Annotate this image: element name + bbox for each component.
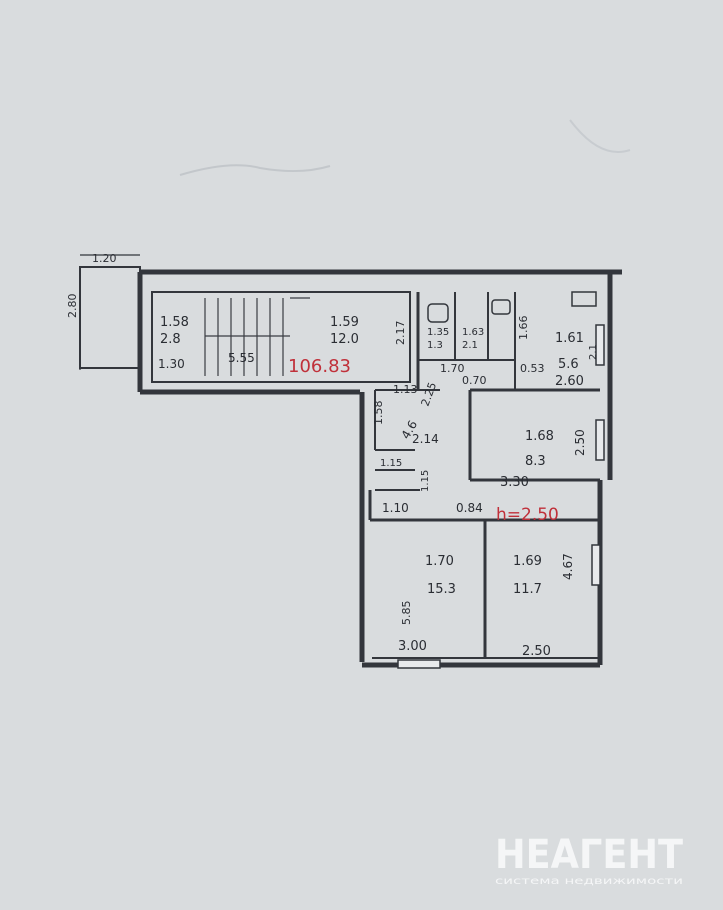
room-number: 1.61 xyxy=(555,331,584,346)
window-icon xyxy=(595,324,605,366)
room-1-70: 1.70 15.3 5.85 3.00 xyxy=(398,554,456,654)
dim-label: 1.66 xyxy=(517,316,530,341)
dim-label: 2.50 xyxy=(522,644,551,659)
dim-label: 2.60 xyxy=(555,374,584,389)
dim-label: 3.00 xyxy=(398,639,427,654)
room-number: 1.69 xyxy=(513,554,542,569)
window-icon xyxy=(595,419,605,461)
dim-label: 5.85 xyxy=(400,601,413,626)
watermark-tagline: система недвижимости xyxy=(495,876,683,887)
dim-label: 2.17 xyxy=(394,321,407,346)
room-area: 11.7 xyxy=(513,582,542,597)
room-number: 1.58 xyxy=(160,315,189,330)
watermark: НЕАГЕНТ система недвижимости xyxy=(495,832,684,887)
room-number: 1.59 xyxy=(330,315,359,330)
room-number: 1.68 xyxy=(525,429,554,444)
window-icon xyxy=(591,544,601,586)
room-area: 12.0 xyxy=(330,332,359,347)
room-stair: 1.58 2.8 1.30 xyxy=(158,315,189,371)
dim-stair-top: 1.20 xyxy=(92,252,117,265)
dim-label: 1.10 xyxy=(382,501,409,515)
room-number: 1.58 xyxy=(372,401,385,426)
dim-label: 1.70 xyxy=(440,362,465,375)
closet-dims: 1.15 1.15 1.10 0.84 xyxy=(380,458,483,515)
room-area: 5.6 xyxy=(558,357,579,372)
dim-label: 2.14 xyxy=(412,432,439,446)
dim-label: 5.55 xyxy=(228,351,255,365)
stove-icon xyxy=(491,299,511,315)
dim-label: 2.1 xyxy=(588,344,599,360)
room-1-61: 1.61 5.6 1.66 0.53 2.60 2.1 xyxy=(517,316,599,390)
room-area: 2.8 xyxy=(160,332,181,347)
room-area: 15.3 xyxy=(427,582,456,597)
room-number: 1.35 xyxy=(427,327,449,338)
room-1-68: 1.68 8.3 2.50 3.30 xyxy=(500,429,587,490)
room-number: 1.70 xyxy=(425,554,454,569)
room-number: 1.63 xyxy=(462,327,484,338)
window-icon xyxy=(397,659,441,669)
hallway: 1.13 1.58 4.6 2.25 2.14 0.70 xyxy=(372,374,487,446)
room-bath-a: 1.35 1.3 xyxy=(427,327,449,351)
dim-label: 1.30 xyxy=(158,357,185,371)
room-bath-b: 1.63 2.1 1.70 xyxy=(440,327,484,375)
dim-label: 1.15 xyxy=(420,470,431,492)
dim-label: 0.70 xyxy=(462,374,487,387)
ceiling-height-annotation: h=2.50 xyxy=(496,505,559,525)
dim-label: 0.53 xyxy=(520,362,545,375)
paper-crease xyxy=(179,164,331,176)
room-area: 8.3 xyxy=(525,454,546,469)
paper-crease xyxy=(569,119,631,153)
dim-label: 2.50 xyxy=(573,429,587,456)
room-area: 2.1 xyxy=(462,340,478,351)
watermark-brand: НЕАГЕНТ xyxy=(495,832,684,878)
room-1-69: 1.69 11.7 4.67 2.50 xyxy=(513,553,575,659)
dim-label: 1.13 xyxy=(393,383,418,396)
stair-annex-labels: 1.20 2.80 xyxy=(66,252,117,318)
room-1-59: 1.59 12.0 5.55 2.17 xyxy=(228,315,407,365)
dim-label: 0.84 xyxy=(456,501,483,515)
sink-icon xyxy=(427,303,449,323)
dim-label: 1.15 xyxy=(380,458,402,469)
dim-label: 3.30 xyxy=(500,475,529,490)
dim-label: 4.67 xyxy=(561,553,575,580)
total-area-annotation: 106.83 xyxy=(288,356,351,377)
dim-stair-side: 2.80 xyxy=(66,294,79,319)
room-area: 1.3 xyxy=(427,340,443,351)
cooker-icon xyxy=(571,291,597,307)
staircase xyxy=(204,297,310,376)
fixtures xyxy=(397,291,605,669)
